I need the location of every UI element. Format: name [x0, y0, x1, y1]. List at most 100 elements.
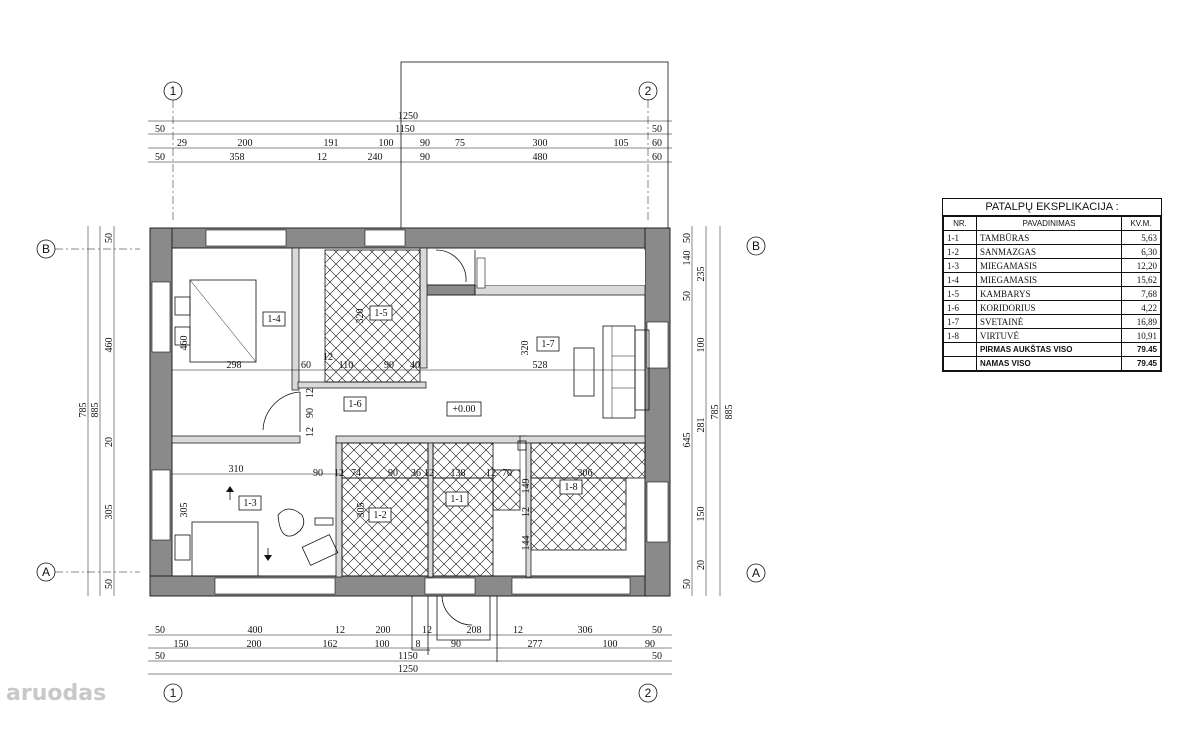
dim-top-r3-2: 191 — [324, 138, 339, 149]
axis-1-bottom: 1 — [163, 683, 183, 703]
dim-top-r3-7: 105 — [614, 138, 629, 149]
dim-bot-r2-6: 100 — [603, 639, 618, 650]
idim-13: 12 — [334, 468, 344, 479]
idim-14: 74 — [351, 468, 361, 479]
header-nr: NR. — [943, 216, 977, 231]
idim-2: 298 — [227, 360, 242, 371]
left-dimensions: 50 460 785 885 20 305 50 — [78, 226, 115, 596]
axis-B-right: B — [746, 236, 766, 256]
axis-label-A-right: A — [752, 566, 760, 580]
room-tag-1-7: 1-7 — [536, 336, 560, 352]
dim-bot-r1-1: 400 — [248, 625, 263, 636]
header-name: PAVADINIMAS — [976, 216, 1122, 231]
room-tags: 1-1 1-2 1-3 1-4 1-5 1-6 1-7 1-8 — [238, 305, 583, 523]
idim-6: 90 — [384, 360, 394, 371]
coffee-table — [573, 347, 595, 397]
dim-top-total: 1250 — [398, 111, 418, 122]
room-tag-1-5: 1-5 — [369, 305, 393, 321]
dim-bot-r1-3: 200 — [376, 625, 391, 636]
idim-16: 36 — [411, 468, 421, 479]
svg-text:1-5: 1-5 — [374, 308, 387, 319]
arrows — [226, 486, 272, 561]
idim-21: 306 — [578, 468, 593, 479]
dim-left-5: 305 — [104, 505, 115, 520]
dim-right-3: 50 — [682, 291, 693, 301]
dim-left-2: 785 — [78, 403, 89, 418]
idim-17: 12 — [424, 468, 434, 479]
axis-label-A-left: A — [42, 565, 50, 579]
idim-27: 12 — [521, 507, 532, 517]
dim-top-r4-3: 240 — [368, 152, 383, 163]
dim-bot-r1-6: 12 — [513, 625, 523, 636]
dim-right-4: 100 — [696, 338, 707, 353]
axis-label-B-left: B — [42, 242, 50, 256]
idim-11: 310 — [229, 464, 244, 475]
svg-text:1-4: 1-4 — [267, 314, 280, 325]
dim-left-3: 885 — [90, 403, 101, 418]
dim-bot-edge-left: 50 — [155, 651, 165, 662]
axis-2-bottom: 2 — [638, 683, 658, 703]
idim-3: 60 — [301, 360, 311, 371]
room-tag-1-1: 1-1 — [445, 491, 469, 507]
interior-dimensions: 320 460 298 60 12 110 90 40 90 12 12 310… — [179, 309, 593, 551]
idim-8: 90 — [305, 408, 316, 418]
idim-1: 460 — [179, 336, 190, 351]
dim-bot-edge-right: 50 — [652, 651, 662, 662]
axis-label-1-top: 1 — [170, 84, 177, 98]
header-area: KV.M. — [1121, 216, 1161, 231]
dim-right-11: 50 — [682, 579, 693, 589]
dim-right-10: 20 — [696, 560, 707, 570]
idim-19: 12 — [486, 468, 496, 479]
axis-label-B-right: B — [752, 239, 760, 253]
idim-25: 528 — [533, 360, 548, 371]
idim-10: 12 — [305, 427, 316, 437]
axis-B-left: B — [36, 239, 140, 259]
explication-table: PATALPŲ EKSPLIKACIJA : NR. PAVADINIMAS K… — [942, 198, 1162, 372]
dim-bot-r2-5: 90 — [451, 639, 461, 650]
dim-top-r4-2: 12 — [317, 152, 327, 163]
right-dimensions: 50 140 235 50 100 785 885 645 281 150 20… — [682, 226, 735, 596]
dim-bot-r1-2: 12 — [335, 625, 345, 636]
idim-15: 90 — [388, 468, 398, 479]
dim-top-r3-1: 200 — [238, 138, 253, 149]
sofa — [602, 325, 636, 419]
dim-bot-r1-9: 50 — [652, 625, 662, 636]
dim-bot-r1-8: 306 — [578, 625, 593, 636]
idim-7: 40 — [410, 360, 420, 371]
axis-label-1-bottom: 1 — [170, 686, 177, 700]
dim-bot-sub: 1150 — [398, 651, 418, 662]
dim-bot-r2-7: 90 — [645, 639, 655, 650]
idim-0: 320 — [355, 309, 366, 324]
idim-22: 305 — [179, 503, 190, 518]
dim-top-r4-6: 60 — [652, 152, 662, 163]
bottom-dimensions: 50 400 12 200 12 208 12 277 306 50 150 2… — [148, 625, 672, 675]
axis-A-right: A — [746, 563, 766, 583]
axis-1-top: 1 — [163, 81, 183, 220]
furniture — [172, 279, 650, 577]
room-tag-1-2: 1-2 — [368, 507, 392, 523]
idim-9: 12 — [305, 388, 316, 398]
dim-right-7: 645 — [682, 433, 693, 448]
dim-left-6: 50 — [104, 579, 115, 589]
dim-top-r3-0: 29 — [177, 138, 187, 149]
hatched-areas — [324, 249, 646, 577]
svg-text:1-7: 1-7 — [541, 339, 554, 350]
dim-left-1: 460 — [104, 338, 115, 353]
idim-18: 138 — [451, 468, 466, 479]
axis-2-top: 2 — [638, 81, 658, 220]
dim-bot-r2-1: 200 — [247, 639, 262, 650]
dim-right-2: 235 — [696, 267, 707, 282]
idim-12: 90 — [313, 468, 323, 479]
axis-A-left: A — [36, 562, 140, 582]
dim-top-edge-left: 50 — [155, 124, 165, 135]
dim-bot-r2-4: 8 — [416, 639, 421, 650]
